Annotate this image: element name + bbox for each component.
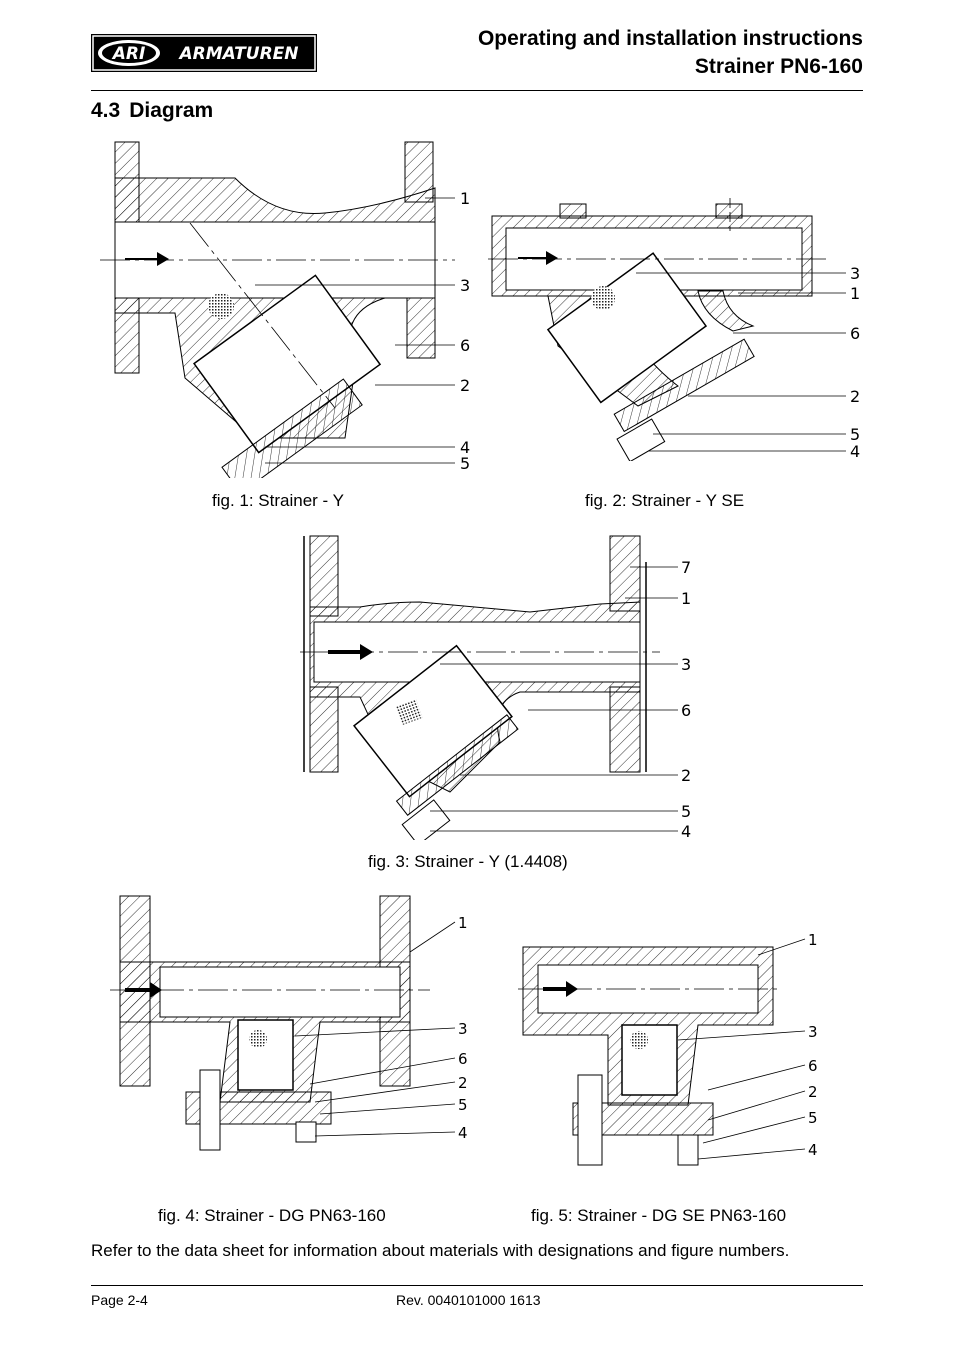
fig1-callout: 2	[460, 376, 470, 395]
fig5-callout: 4	[808, 1141, 818, 1159]
fig1-callout: 1	[460, 189, 470, 208]
company-logo: ARI ARMATUREN	[91, 34, 317, 72]
figure-4-caption: fig. 4: Strainer - DG PN63-160	[158, 1206, 386, 1225]
header-subtitle: Strainer PN6-160	[694, 55, 863, 78]
fig2-callout: 6	[850, 324, 860, 343]
figure-3-drawing: 7 1 3 6 2 5 4	[300, 535, 691, 840]
fig5-callout: 5	[808, 1109, 818, 1127]
header-title: Operating and installation instructions	[477, 27, 863, 50]
fig3-callout: 3	[681, 655, 691, 674]
fig4-callout: 6	[458, 1050, 468, 1068]
fig2-callout: 3	[850, 264, 860, 283]
fig3-callout: 5	[681, 802, 691, 821]
svg-text:ARMATUREN: ARMATUREN	[177, 44, 298, 64]
section-heading: 4.3 Diagram	[91, 99, 213, 123]
figure-2-caption: fig. 2: Strainer - Y SE	[585, 491, 745, 510]
materials-note: Refer to the data sheet for information …	[91, 1241, 790, 1260]
figure-3-caption: fig. 3: Strainer - Y (1.4408)	[368, 852, 568, 871]
svg-text:ARI: ARI	[111, 44, 146, 64]
figure-5-caption: fig. 5: Strainer - DG SE PN63-160	[531, 1206, 787, 1225]
section-title: Diagram	[129, 99, 214, 122]
fig4-callout: 2	[458, 1074, 468, 1092]
figure-5-drawing: 1 3 6 2 5 4	[518, 931, 818, 1166]
fig4-callout: 1	[458, 914, 468, 932]
fig1-callout: 4	[460, 438, 470, 457]
fig2-callout: 2	[850, 387, 860, 406]
fig4-callout: 3	[458, 1020, 468, 1038]
fig1-callout: 6	[460, 336, 470, 355]
fig3-callout: 7	[681, 558, 691, 577]
figure-1-drawing: 1 3 6 2 4 5	[100, 141, 470, 478]
fig3-callout: 1	[681, 589, 691, 608]
fig3-callout: 4	[681, 822, 691, 840]
figure-1-caption: fig. 1: Strainer - Y	[212, 491, 344, 510]
fig3-callout: 6	[681, 701, 691, 720]
revision-number: Rev. 0040101000 1613	[396, 1292, 541, 1308]
fig5-callout: 1	[808, 931, 818, 949]
fig4-callout: 4	[458, 1124, 468, 1142]
figure-2-drawing: 3 1 6 2 5 4	[488, 198, 860, 461]
page-number: Page 2-4	[91, 1292, 148, 1308]
fig5-callout: 6	[808, 1057, 818, 1075]
section-number: 4.3	[91, 99, 121, 122]
fig2-callout: 4	[850, 442, 860, 461]
footer-rule	[91, 1285, 863, 1286]
fig2-callout: 1	[850, 284, 860, 303]
fig5-callout: 3	[808, 1023, 818, 1041]
fig1-callout: 5	[460, 454, 470, 473]
fig1-callout: 3	[460, 276, 470, 295]
fig5-callout: 2	[808, 1083, 818, 1101]
fig4-callout: 5	[458, 1096, 468, 1114]
fig2-callout: 5	[850, 425, 860, 444]
fig3-callout: 2	[681, 766, 691, 785]
header-rule	[91, 90, 863, 91]
figure-4-drawing: 1 3 6 2 5 4	[110, 895, 468, 1151]
